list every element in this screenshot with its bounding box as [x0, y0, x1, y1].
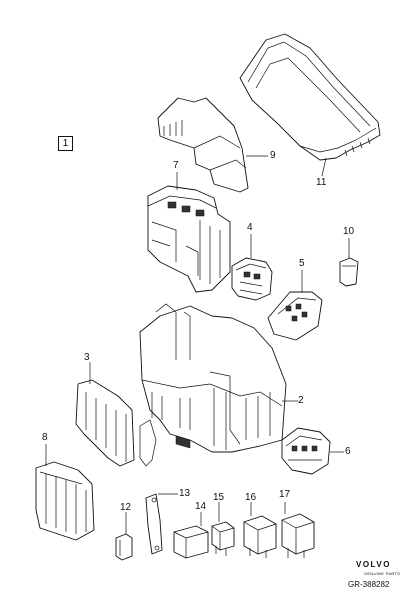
part-6-connector [281, 427, 331, 475]
callout-17: 17 [279, 489, 291, 500]
callout-16: 16 [245, 492, 257, 503]
callout-15: 15 [213, 492, 225, 503]
callout-10: 10 [343, 226, 355, 237]
part-2-housing [139, 303, 287, 453]
part-10-plug [339, 257, 359, 287]
callout-5: 5 [299, 258, 305, 269]
callout-8: 8 [42, 432, 48, 443]
part-8-plate [35, 461, 95, 541]
volvo-logo: VOLVO [356, 560, 391, 569]
callout-4: 4 [247, 222, 253, 233]
part-17-relay [281, 513, 315, 558]
callout-6: 6 [345, 446, 351, 457]
part-16-relay [243, 515, 277, 558]
part-15-relay [211, 521, 235, 556]
callout-14: 14 [195, 501, 207, 512]
part-14-relay [173, 525, 209, 559]
group-label-box: 1 [58, 136, 73, 151]
callout-3: 3 [84, 352, 90, 363]
reference-code: GR-388282 [348, 580, 390, 589]
part-3-bracket [75, 379, 157, 467]
part-13-fuse-strip [145, 493, 163, 555]
callout-9: 9 [270, 150, 276, 161]
part-7-module [147, 185, 231, 293]
callout-7: 7 [173, 160, 179, 171]
leader-11 [321, 157, 327, 177]
part-9-cover [157, 97, 249, 193]
genuine-parts-tagline: GENUINE PARTS [364, 571, 401, 576]
callout-2: 2 [298, 395, 304, 406]
part-5-connector [267, 291, 323, 341]
callout-11: 11 [316, 177, 327, 188]
part-12-fuse [115, 533, 133, 561]
callout-12: 12 [120, 502, 132, 513]
part-4-connector [231, 257, 273, 301]
callout-13: 13 [179, 488, 191, 499]
part-11-cover [239, 33, 381, 161]
